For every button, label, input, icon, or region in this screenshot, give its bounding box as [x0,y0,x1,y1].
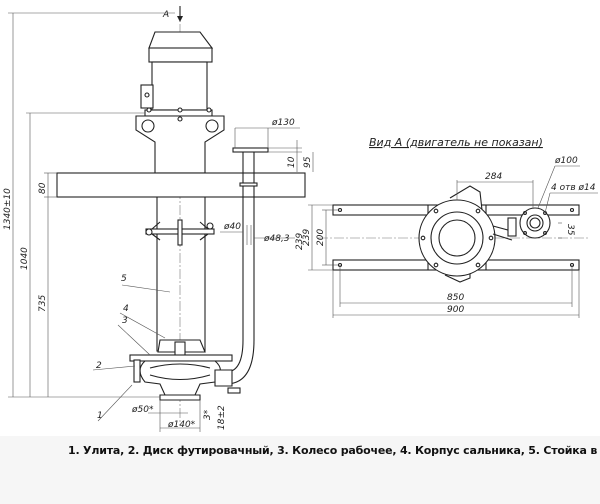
dim-18: 18±2 [217,405,227,430]
side-dimensions: 1340±10 1040 735 80 ø130 10 95 ø40 ø48,3… [3,12,314,432]
dim-3: 3* [203,409,213,420]
dim-inlet-50: ø50* [131,405,154,415]
pump-flange-large [418,199,496,277]
dim-pipe-48: ø48,3 [263,234,290,244]
dim-239: 239 [302,229,312,246]
dim-35: 35 [565,224,575,236]
view-arrow-head [177,16,183,22]
dim-overall-height: 1340±10 [3,188,13,230]
dim-80: 80 [38,182,48,194]
dim-flange-130: ø130 [271,118,295,128]
dim-239-side: 239 [295,233,305,250]
pump-casing [129,339,241,401]
motor-bracket [135,115,225,174]
dim-10: 10 [287,156,297,168]
callout-4: 4 [123,304,129,314]
top-view-title: Вид А (двигатель не показан) [369,136,543,149]
callout-5: 5 [121,274,127,284]
parts-legend-text: 1. Улита, 2. Диск футировачный, 3. Колес… [68,444,600,457]
part-callouts: 5 4 3 2 1 [92,274,171,422]
callout-2: 2 [96,361,102,371]
dim-base-140: ø140* [167,420,196,430]
dim-flange-100: ø100 [554,156,578,166]
dim-284: 284 [485,172,502,182]
dim-850: 850 [447,293,464,303]
dim-holes: 4 отв ø14 [551,183,596,193]
column-stand [156,172,206,352]
column-clamp [145,219,215,246]
dim-pipe-40: ø40 [223,222,241,232]
pipe-flange-small [519,207,551,239]
top-view: Вид А (двигатель не показан) 284 [302,136,598,318]
view-marker-label: A [162,10,169,20]
motor [140,31,214,117]
side-view: A [3,6,314,432]
dim-735: 735 [38,295,48,312]
dim-900: 900 [447,305,464,315]
callout-3: 3 [122,316,128,326]
mounting-plate [56,172,306,198]
pipe-flange [232,147,269,153]
parts-legend: 1. Улита, 2. Диск футировачный, 3. Колес… [0,436,600,504]
dim-200: 200 [316,229,326,246]
dim-1040: 1040 [20,247,30,270]
dim-95: 95 [303,156,313,168]
callout-1: 1 [97,411,103,421]
